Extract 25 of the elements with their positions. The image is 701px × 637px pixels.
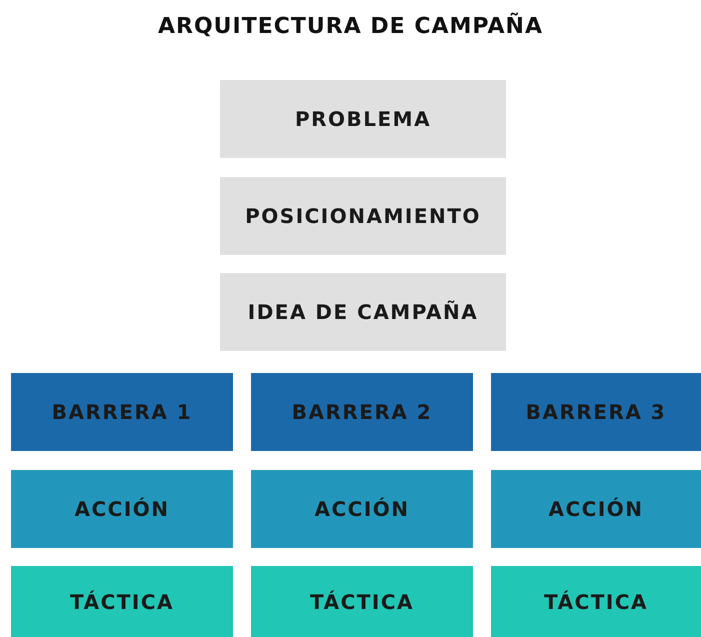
action-box (491, 470, 701, 548)
positioning-box (220, 177, 506, 255)
box-label: IDEA DE CAMPAÑA (248, 300, 478, 324)
box-label: TÁCTICA (70, 590, 174, 614)
tactic-box (491, 566, 701, 637)
action-box (11, 470, 233, 548)
action-box (251, 470, 473, 548)
box-label: TÁCTICA (310, 590, 414, 614)
diagram-title: ARQUITECTURA DE CAMPAÑA (157, 14, 544, 39)
problem-box (220, 80, 506, 158)
box-label: PROBLEMA (294, 107, 432, 131)
barrier-box (251, 373, 473, 451)
barrier-box (491, 373, 701, 451)
box-label: BARRERA 2 (292, 400, 432, 424)
box-label: TÁCTICA (544, 590, 648, 614)
tactic-box (251, 566, 473, 637)
campaign-idea-box (220, 273, 506, 351)
box-label: BARRERA 1 (52, 400, 192, 424)
box-label: BARRERA 3 (526, 400, 666, 424)
box-label: POSICIONAMIENTO (245, 204, 481, 228)
tactic-box (11, 566, 233, 637)
barrier-box (11, 373, 233, 451)
box-label: ACCIÓN (548, 497, 644, 521)
box-label: ACCIÓN (74, 497, 170, 521)
box-label: ACCIÓN (314, 497, 410, 521)
